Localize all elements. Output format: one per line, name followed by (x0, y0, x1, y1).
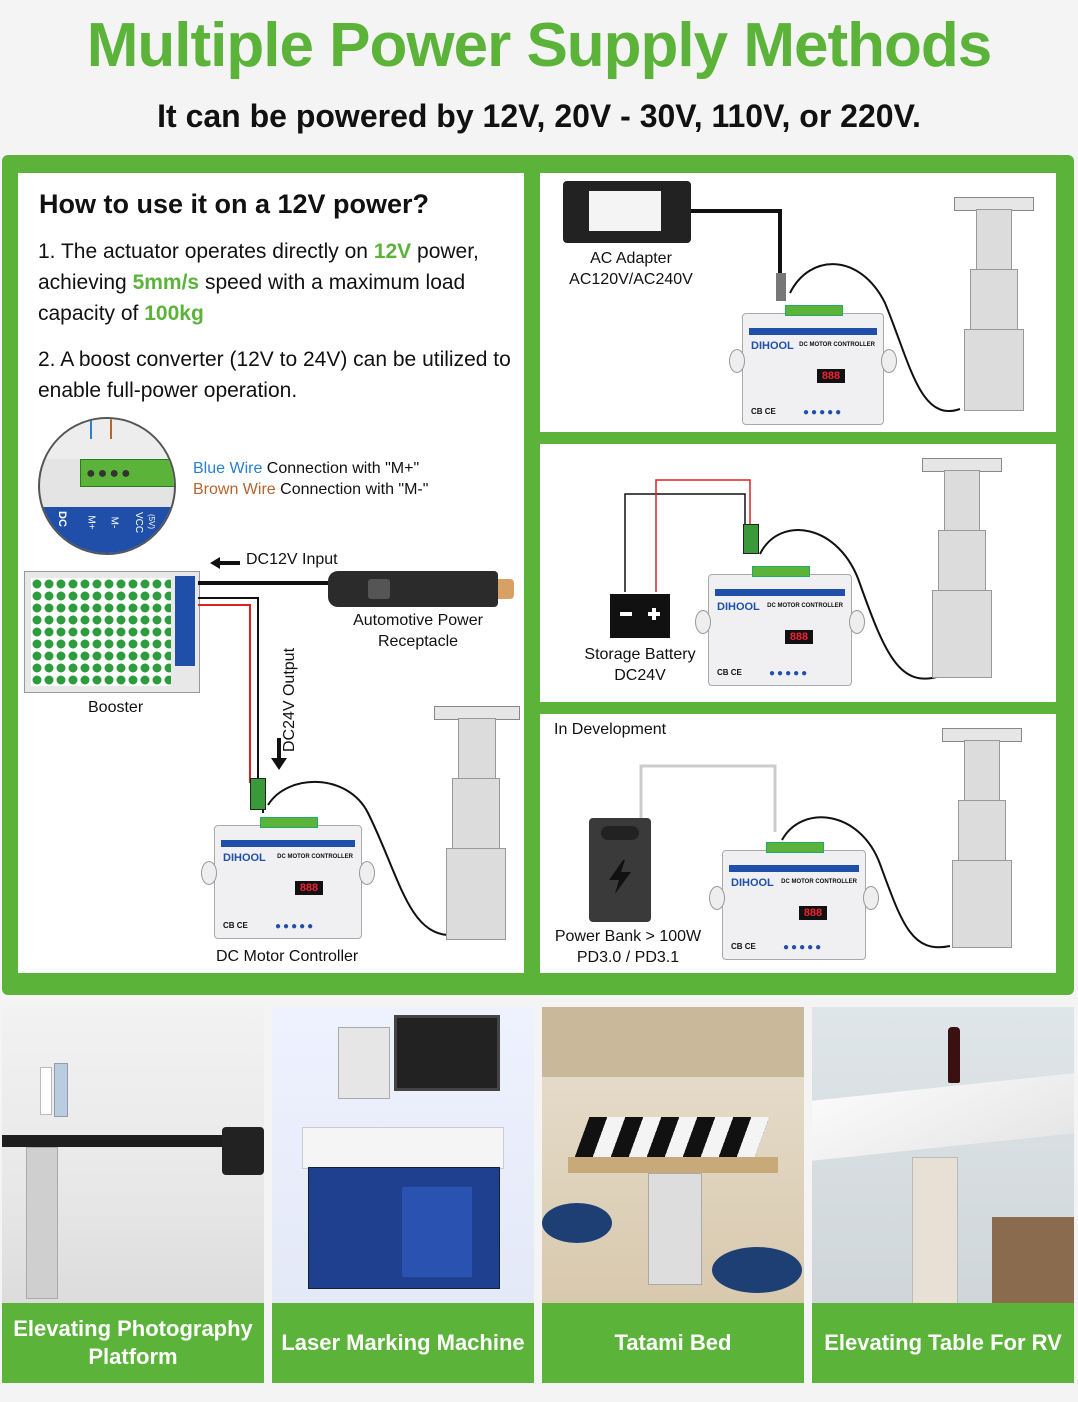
controller-buttons-icon: ●●●●● (769, 668, 810, 679)
ac-wiring-lines (691, 209, 961, 412)
lift-column-stage1 (458, 718, 496, 780)
output-arrow-icon (271, 738, 287, 770)
booster-heatsink-icon (31, 578, 171, 686)
booster-label: Booster (88, 699, 144, 716)
battery-icon (610, 594, 670, 638)
photography-platform-image (2, 1007, 264, 1303)
laser-marking-machine-image (272, 1007, 534, 1303)
lift-column-stage3 (964, 329, 1024, 411)
lift-column-stage1 (944, 470, 980, 532)
12v-usage-panel: How to use it on a 12V power? 1. The act… (18, 173, 524, 973)
dc-motor-controller-label: DC Motor Controller (216, 948, 359, 965)
dc-motor-controller: DIHOOL DC MOTOR CONTROLLER 888 CB CE ●●●… (695, 566, 865, 686)
lift-column-stage2 (452, 778, 500, 850)
left-wiring-lines (198, 581, 449, 936)
page-subtitle: It can be powered by 12V, 20V - 30V, 110… (157, 98, 921, 134)
power-bank-wiring-lines (639, 764, 951, 949)
usage-point-2: 2. A boost converter (12V to 24V) can be… (38, 348, 511, 402)
ac-adapter-icon (563, 181, 691, 243)
controller-buttons-icon: ●●●●● (275, 921, 316, 932)
application-caption: Laser Marking Machine (272, 1303, 534, 1383)
lift-column-stage1 (964, 740, 1000, 802)
rv-table-image (812, 1007, 1074, 1305)
dc-motor-controller: DIHOOL DC MOTOR CONTROLLER 888 CB CE ●●●… (709, 842, 879, 960)
in-development-tag: In Development (554, 721, 667, 738)
lift-column-stage2 (938, 530, 986, 592)
booster-module (24, 571, 200, 693)
dc12v-input-label: DC12V Input (246, 551, 338, 568)
controller-buttons-icon: ●●●●● (803, 407, 844, 418)
wire-legend: Blue Wire Connection with "M+" Brown Wir… (193, 460, 429, 498)
lightning-icon (609, 860, 631, 894)
usage-point-1: 1. The actuator operates directly on 12V… (38, 240, 479, 325)
application-caption: Elevating Table For RV (812, 1303, 1074, 1383)
plug-connector (250, 778, 266, 810)
power-bank-icon (589, 818, 651, 922)
input-arrow-icon (210, 556, 240, 569)
terminal-closeup: ●●●● DC M+ M- VCC (5V) (38, 417, 176, 555)
lift-column-stage1 (976, 209, 1012, 271)
dc-motor-controller: DIHOOL DC MOTOR CONTROLLER 888 CB CE ●●●… (729, 305, 897, 425)
usage-heading: How to use it on a 12V power? (39, 189, 430, 219)
wine-bottle-icon (948, 1027, 960, 1083)
camera-icon (222, 1127, 264, 1175)
barrel-plug (776, 273, 786, 301)
lift-column-stage3 (932, 590, 992, 678)
lift-column-stage3 (446, 848, 506, 940)
lift-column-stage2 (958, 800, 1006, 862)
page-title: Multiple Power Supply Methods (86, 11, 992, 80)
battery-wiring-lines (624, 479, 941, 680)
tatami-bed-image (542, 1007, 804, 1303)
controller-buttons-icon: ●●●●● (783, 942, 824, 953)
lift-column-stage3 (952, 860, 1012, 948)
application-caption: Tatami Bed (542, 1303, 804, 1383)
dc-motor-controller: DIHOOL DC MOTOR CONTROLLER 888 CB CE ●●●… (201, 817, 375, 939)
lift-column-stage2 (970, 269, 1018, 331)
car-plug (328, 571, 514, 607)
plug-connector (743, 524, 759, 554)
